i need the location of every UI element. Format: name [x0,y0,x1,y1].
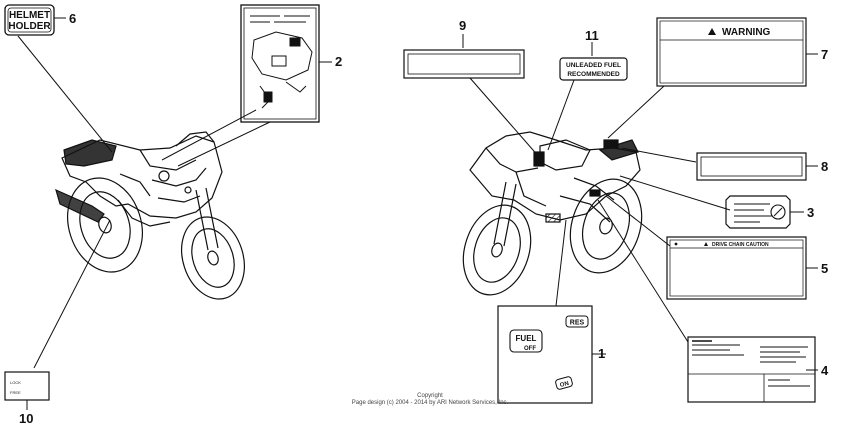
copyright-line2: Page design (c) 2004 - 2014 by ARI Netwo… [351,400,509,406]
copyright-notice: Copyright Page design (c) 2004 - 2014 by… [300,393,560,407]
tire-gauge-icon [770,204,786,220]
callout-6: 6 [69,11,76,26]
label-blank-9 [403,49,525,79]
warning-text: WARNING [722,27,771,38]
callout-3: 3 [807,205,814,220]
copyright-line1: Copyright [417,393,443,399]
callout-9: 9 [459,18,466,33]
callout-4: 4 [821,363,829,378]
on-text: ON [559,381,569,389]
left-motorcycle-illustration [55,131,245,300]
small-label-line2: FREE [10,390,21,395]
leader-lines [17,17,818,410]
fuel-text: FUEL [516,334,537,343]
helmet-holder-line1: HELMET [9,10,50,21]
callout-8: 8 [821,159,828,174]
res-text: RES [570,320,585,327]
label-engine-diagram [240,4,320,123]
warning-triangle-icon [708,28,716,35]
small-label-line1: LOCK [10,380,21,385]
label-unleaded-fuel: UNLEADED FUEL RECOMMENDED [559,57,628,81]
label-tire-info [725,195,791,229]
right-motorcycle-illustration [462,131,643,296]
callout-2: 2 [335,54,342,69]
callout-1: 1 [598,346,605,361]
callout-numbers: 1 2 3 4 5 6 7 8 9 10 11 [19,11,829,426]
callout-5: 5 [821,261,828,276]
label-drive-chain-caution: DRIVE CHAIN CAUTION [666,236,807,300]
label-emission-info [687,336,816,403]
off-text: OFF [524,346,536,352]
drive-chain-text: DRIVE CHAIN CAUTION [712,242,769,248]
callout-10: 10 [19,411,33,426]
helmet-holder-line2: HOLDER [8,21,51,32]
label-small-lock: LOCK FREE [4,371,50,401]
unleaded-line2: RECOMMENDED [567,71,620,78]
unleaded-line1: UNLEADED FUEL [566,62,621,69]
label-helmet-holder: HELMET HOLDER [4,4,55,36]
label-warning: WARNING [656,17,807,87]
caution-triangle-icon [704,242,708,246]
label-blank-8 [696,152,807,181]
callout-11: 11 [585,28,599,43]
callout-7: 7 [821,47,828,62]
label-fuel-valve: FUEL OFF RES ON [497,305,593,404]
